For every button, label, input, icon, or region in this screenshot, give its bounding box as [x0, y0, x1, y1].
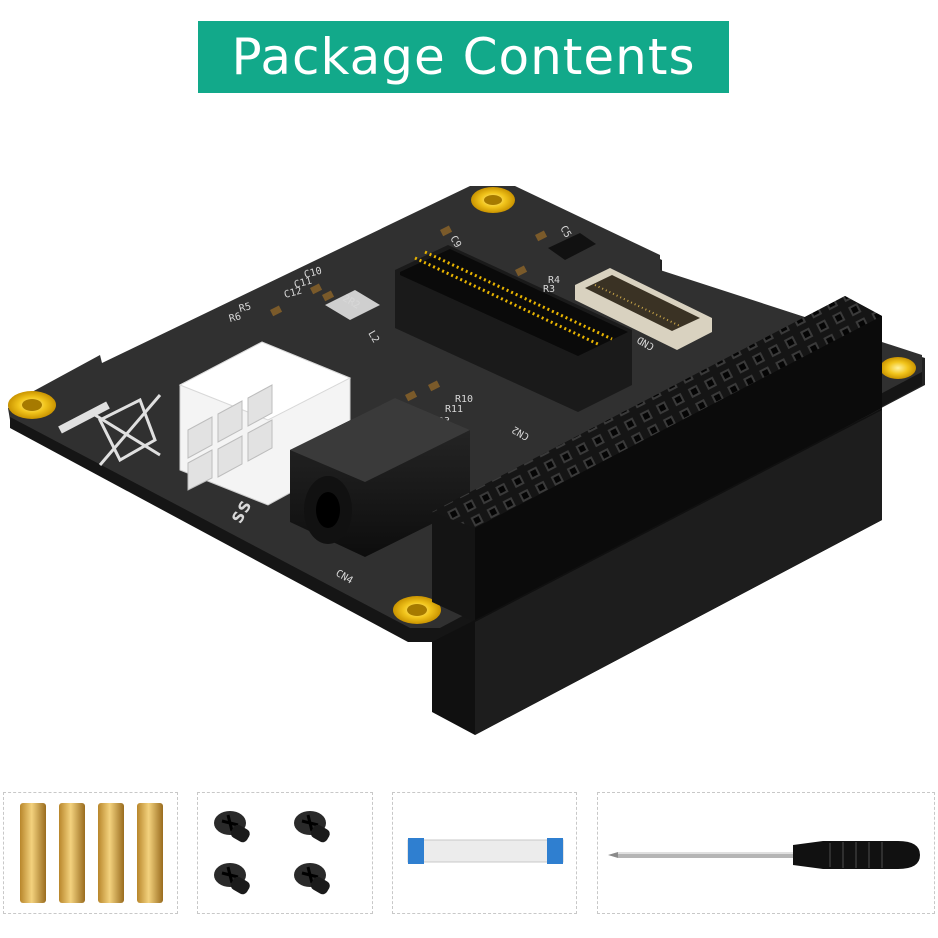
- silk-r6: R6: [228, 311, 242, 325]
- hat-board-image: C9 C5 C10 C11 C12 2R2 R4 R3 R5 R6 R10 R1…: [8, 186, 925, 735]
- pcb: [8, 186, 925, 642]
- accessory-standoffs: [3, 792, 178, 914]
- mounting-holes: [8, 187, 916, 624]
- ribbon-cable-icon: [407, 838, 564, 864]
- silk-r5: R5: [238, 301, 252, 315]
- ffc-connector: [575, 268, 712, 350]
- title-banner: Package Contents: [198, 21, 729, 93]
- silk-c9: C9: [447, 234, 463, 250]
- inductor: [325, 290, 380, 320]
- silk-r3: R3: [543, 284, 555, 295]
- silk-r10: R10: [455, 394, 473, 405]
- silk-c5: C5: [557, 224, 573, 240]
- accessory-screws: [197, 792, 373, 914]
- screwdriver-icon: [608, 841, 920, 869]
- gpio-header-40pin: [432, 296, 882, 735]
- silk-c10: C10: [303, 266, 323, 281]
- dc-barrel-jack: [290, 398, 470, 557]
- page-title: Package Contents: [231, 28, 696, 86]
- silk-r4: R4: [548, 275, 560, 286]
- accessory-ribbon-cable: [392, 792, 577, 914]
- silk-r11: R11: [445, 404, 463, 415]
- pcie-slot: [395, 245, 632, 412]
- weee-bin-icon: [58, 394, 162, 466]
- silk-c12: C12: [283, 286, 303, 301]
- smd-components: [270, 225, 548, 402]
- accessory-screwdriver: [597, 792, 935, 914]
- silk-c11: C11: [293, 276, 313, 291]
- standoff-icon: [20, 803, 163, 903]
- silk-l2: L2: [365, 329, 381, 345]
- screw-icon: [214, 811, 330, 895]
- mounting-hole-icon: [880, 357, 916, 379]
